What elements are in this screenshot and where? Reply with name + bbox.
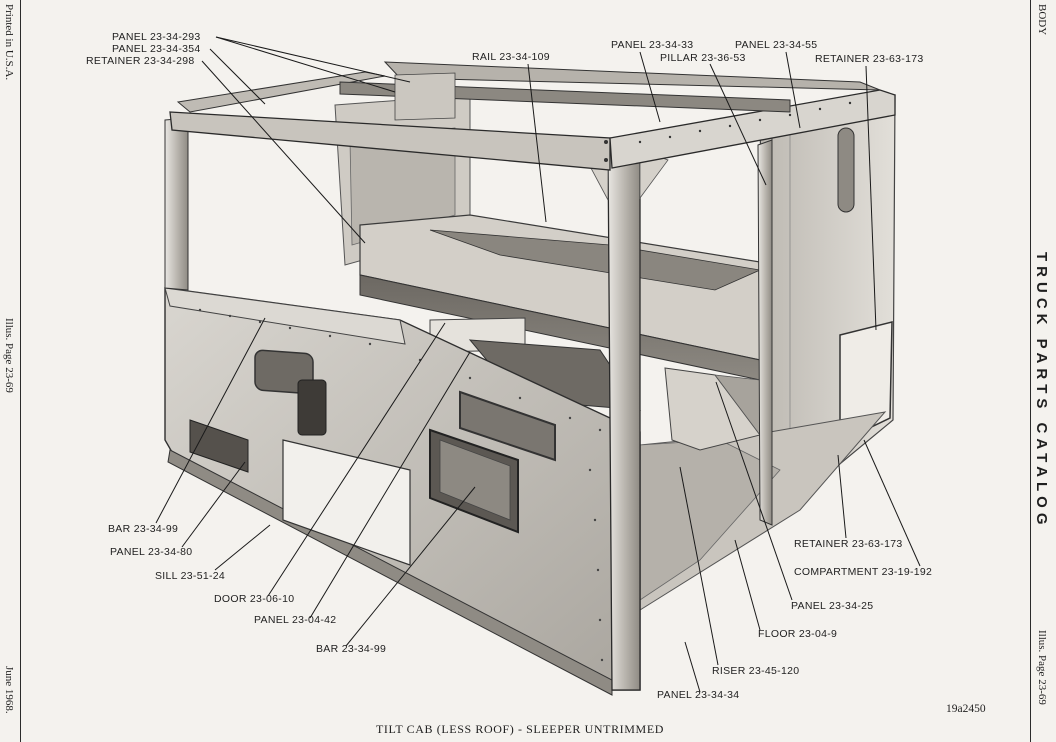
riser — [664, 367, 766, 451]
left-rear-post — [164, 117, 189, 291]
callout-panel-23-34-33: PANEL 23-34-33 — [611, 39, 694, 51]
section-label: BODY — [1036, 4, 1048, 36]
callout-floor-23-04-9: FLOOR 23-04-9 — [758, 628, 838, 640]
callout-compartment-23-19-192: COMPARTMENT 23-19-192 — [794, 566, 933, 578]
pillar-rear — [757, 139, 773, 526]
roof-frame — [169, 61, 896, 171]
tilt-cab-illustration — [155, 36, 921, 696]
callout-panel-23-34-80: PANEL 23-34-80 — [110, 546, 193, 558]
callout-bar-23-34-99-bottom: BAR 23-34-99 — [316, 643, 387, 655]
callout-sill-23-51-24: SILL 23-51-24 — [155, 570, 226, 582]
callout-panel-23-04-42: PANEL 23-04-42 — [254, 614, 337, 626]
callout-panel-23-34-25: PANEL 23-34-25 — [791, 600, 874, 612]
callout-riser-23-45-120: RISER 23-45-120 — [712, 665, 800, 677]
callout-panel-23-34-55: PANEL 23-34-55 — [735, 39, 818, 51]
illus-page-right: Illus. Page 23-69 — [1036, 630, 1048, 705]
callout-panel-23-34-34: PANEL 23-34-34 — [657, 689, 740, 701]
left-margin-rule — [20, 0, 21, 742]
front-left-wall — [164, 287, 641, 696]
catalog-title: TRUCK PARTS CATALOG — [1033, 252, 1050, 530]
sleeper-compartment — [359, 214, 762, 411]
callout-retainer-23-34-298: RETAINER 23-34-298 — [86, 55, 195, 67]
callout-retainer-23-63-173-bottom: RETAINER 23-63-173 — [794, 538, 903, 550]
right-margin-rule — [1030, 0, 1031, 742]
figure-caption: TILT CAB (LESS ROOF) - SLEEPER UNTRIMMED — [376, 722, 665, 736]
figure-id: 19a2450 — [946, 703, 986, 715]
callout-rail-23-34-109: RAIL 23-34-109 — [472, 51, 550, 63]
callout-panel-23-34-293: PANEL 23-34-293 — [112, 31, 201, 43]
callout-panel-23-34-354: PANEL 23-34-354 — [112, 43, 201, 55]
callout-door-23-06-10: DOOR 23-06-10 — [214, 593, 295, 605]
callout-bar-23-34-99-left: BAR 23-34-99 — [108, 523, 179, 535]
right-side-wall — [759, 94, 896, 522]
leader-lines — [155, 36, 921, 693]
callout-pillar-23-36-53: PILLAR 23-36-53 — [660, 52, 746, 64]
callout-retainer-23-63-173-top: RETAINER 23-63-173 — [815, 53, 924, 65]
